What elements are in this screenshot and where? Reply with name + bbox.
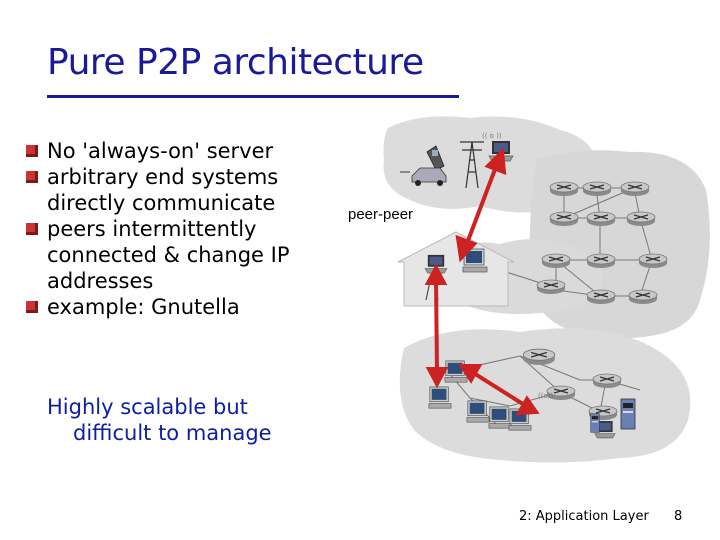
bullet-line: arbitrary end systems — [47, 165, 279, 189]
peer-arrows — [424, 147, 540, 416]
footer-text: 2: Application Layer — [519, 509, 649, 524]
scalability-note: Highly scalable but difficult to manage — [47, 394, 307, 446]
desktop-computer-icon — [466, 400, 490, 423]
bullet-line: peers intermittently — [47, 217, 257, 241]
server-icon — [590, 413, 600, 433]
page-number: 8 — [674, 509, 683, 524]
slide-title: Pure P2P architecture — [47, 42, 424, 83]
bullet-square-icon — [26, 171, 38, 183]
network-cloud — [399, 328, 691, 463]
desktop-computer-icon — [488, 406, 512, 429]
bullet-line: No 'always-on' server — [47, 139, 274, 163]
bullet-item: No 'always-on' server — [20, 138, 350, 164]
wireless-signal-icon: ((o)) — [538, 392, 553, 400]
peer-peer-label: peer-peer — [348, 206, 414, 223]
bullet-item: example: Gnutella — [20, 294, 350, 320]
bullet-square-icon — [26, 145, 38, 157]
server-icon — [620, 398, 636, 430]
bullet-list: No 'always-on' server arbitrary end syst… — [20, 138, 350, 320]
desktop-computer-icon — [428, 386, 452, 409]
bullet-line: directly communicate — [47, 191, 276, 215]
bullet-square-icon — [26, 301, 38, 313]
bullet-square-icon — [26, 223, 38, 235]
cell-tower-icon — [460, 141, 484, 189]
car-icon — [400, 167, 447, 186]
bullet-item: arbitrary end systems directly communica… — [20, 164, 350, 216]
note-line: difficult to manage — [73, 421, 272, 445]
bullet-line: addresses — [47, 269, 154, 293]
cell-phone-icon — [426, 145, 445, 171]
note-line: Highly scalable but — [47, 395, 248, 419]
bullet-line: connected & change IP — [47, 243, 290, 267]
bullet-item: peers intermittently connected & change … — [20, 216, 350, 294]
house-icon — [397, 231, 515, 307]
bullet-line: example: Gnutella — [47, 295, 240, 319]
wireless-signal-icon: (( o )) — [482, 132, 502, 140]
title-underline — [47, 95, 459, 98]
